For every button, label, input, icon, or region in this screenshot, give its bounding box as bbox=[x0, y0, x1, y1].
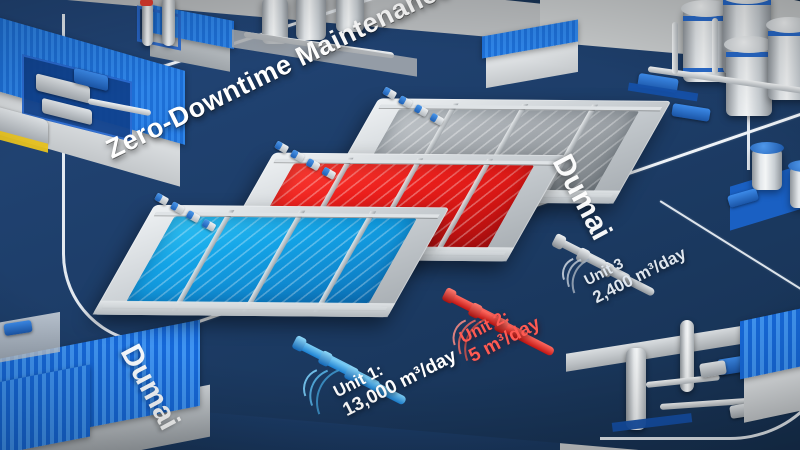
unit-1-basin bbox=[92, 204, 450, 318]
unit-1-deck bbox=[92, 300, 396, 318]
storage-tank-1-top bbox=[681, 0, 731, 17]
tank-band-1 bbox=[683, 16, 729, 21]
filter-vessel-2 bbox=[790, 166, 800, 208]
vessel-top-left-2 bbox=[162, 0, 175, 46]
stack-column bbox=[680, 320, 694, 392]
tank-farm-vessel-2 bbox=[296, 0, 326, 40]
valve-top-left-icon bbox=[140, 0, 153, 6]
road-curve-bottom-right bbox=[600, 260, 800, 440]
distillation-column bbox=[626, 348, 646, 430]
vessel-top-left bbox=[142, 2, 153, 46]
tank-farm-vessel-3 bbox=[336, 0, 364, 32]
tank-band-5 bbox=[768, 31, 800, 36]
storage-tank-2-top bbox=[721, 0, 773, 4]
filter-vessel-1-top bbox=[750, 142, 784, 154]
tank-band-2 bbox=[683, 68, 729, 72]
filter-vessel-1 bbox=[752, 148, 782, 190]
storage-tank-3-top bbox=[724, 36, 774, 53]
storage-pipe-riser-1 bbox=[672, 22, 678, 74]
storage-pipe-riser-2 bbox=[712, 18, 718, 74]
tank-band-4 bbox=[726, 52, 772, 57]
storage-tank-1 bbox=[683, 8, 729, 82]
filter-vessel-2-top bbox=[788, 160, 800, 172]
storage-tank-4-top bbox=[766, 17, 800, 33]
